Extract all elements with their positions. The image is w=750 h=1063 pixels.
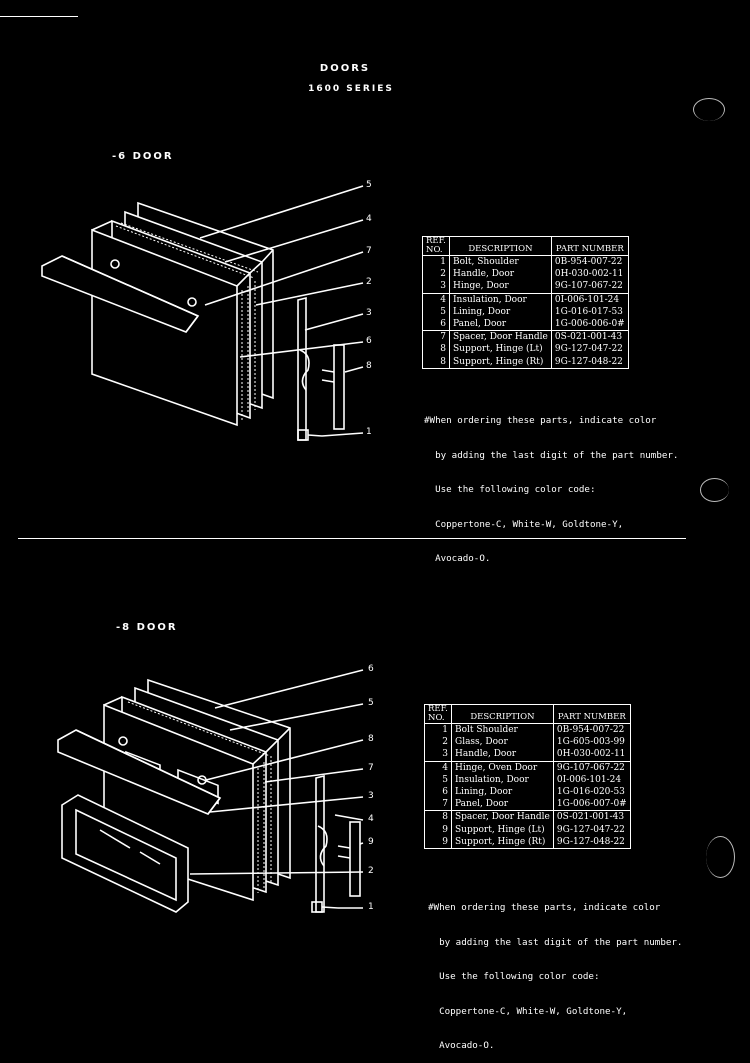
- door-diagram-6: [41, 185, 364, 441]
- callout-5: 5: [366, 180, 374, 190]
- callout-1: 1: [368, 902, 376, 912]
- color-code-note-8: #When ordering these parts, indicate col…: [428, 902, 683, 1051]
- callout-7: 7: [366, 246, 374, 256]
- callout-6: 6: [368, 664, 376, 674]
- callout-3: 3: [368, 791, 376, 801]
- section-label-6-door: -6 DOOR: [112, 151, 174, 162]
- callout-4: 4: [368, 814, 376, 824]
- callout-8: 8: [368, 734, 376, 744]
- door-diagram-8: [57, 669, 364, 913]
- col-part-number: PART NUMBER: [550, 236, 629, 256]
- col-part-number: PART NUMBER: [552, 704, 631, 724]
- scan-artifact: [693, 98, 725, 121]
- callout-3: 3: [366, 308, 374, 318]
- callout-7: 7: [368, 763, 376, 773]
- col-description: DESCRIPTION: [449, 236, 552, 256]
- callout-8: 8: [366, 361, 374, 371]
- section-label-8-door: -8 DOOR: [116, 622, 178, 633]
- callout-9: 9: [368, 837, 376, 847]
- callout-4: 4: [366, 214, 374, 224]
- callout-1: 1: [366, 427, 374, 437]
- scan-artifact: [700, 478, 729, 502]
- col-ref: REF.NO.: [424, 704, 452, 724]
- color-code-note-6: #When ordering these parts, indicate col…: [424, 415, 679, 564]
- col-ref: REF.NO.: [422, 236, 450, 256]
- page-subtitle: 1600 SERIES: [308, 84, 394, 94]
- callout-2: 2: [366, 277, 374, 287]
- scan-artifact: [706, 836, 735, 878]
- callout-2: 2: [368, 866, 376, 876]
- col-description: DESCRIPTION: [451, 704, 554, 724]
- callout-6: 6: [366, 336, 374, 346]
- section-divider: [18, 538, 686, 539]
- scan-mark: [0, 16, 78, 17]
- callout-5: 5: [368, 698, 376, 708]
- page-title: DOORS: [319, 63, 371, 74]
